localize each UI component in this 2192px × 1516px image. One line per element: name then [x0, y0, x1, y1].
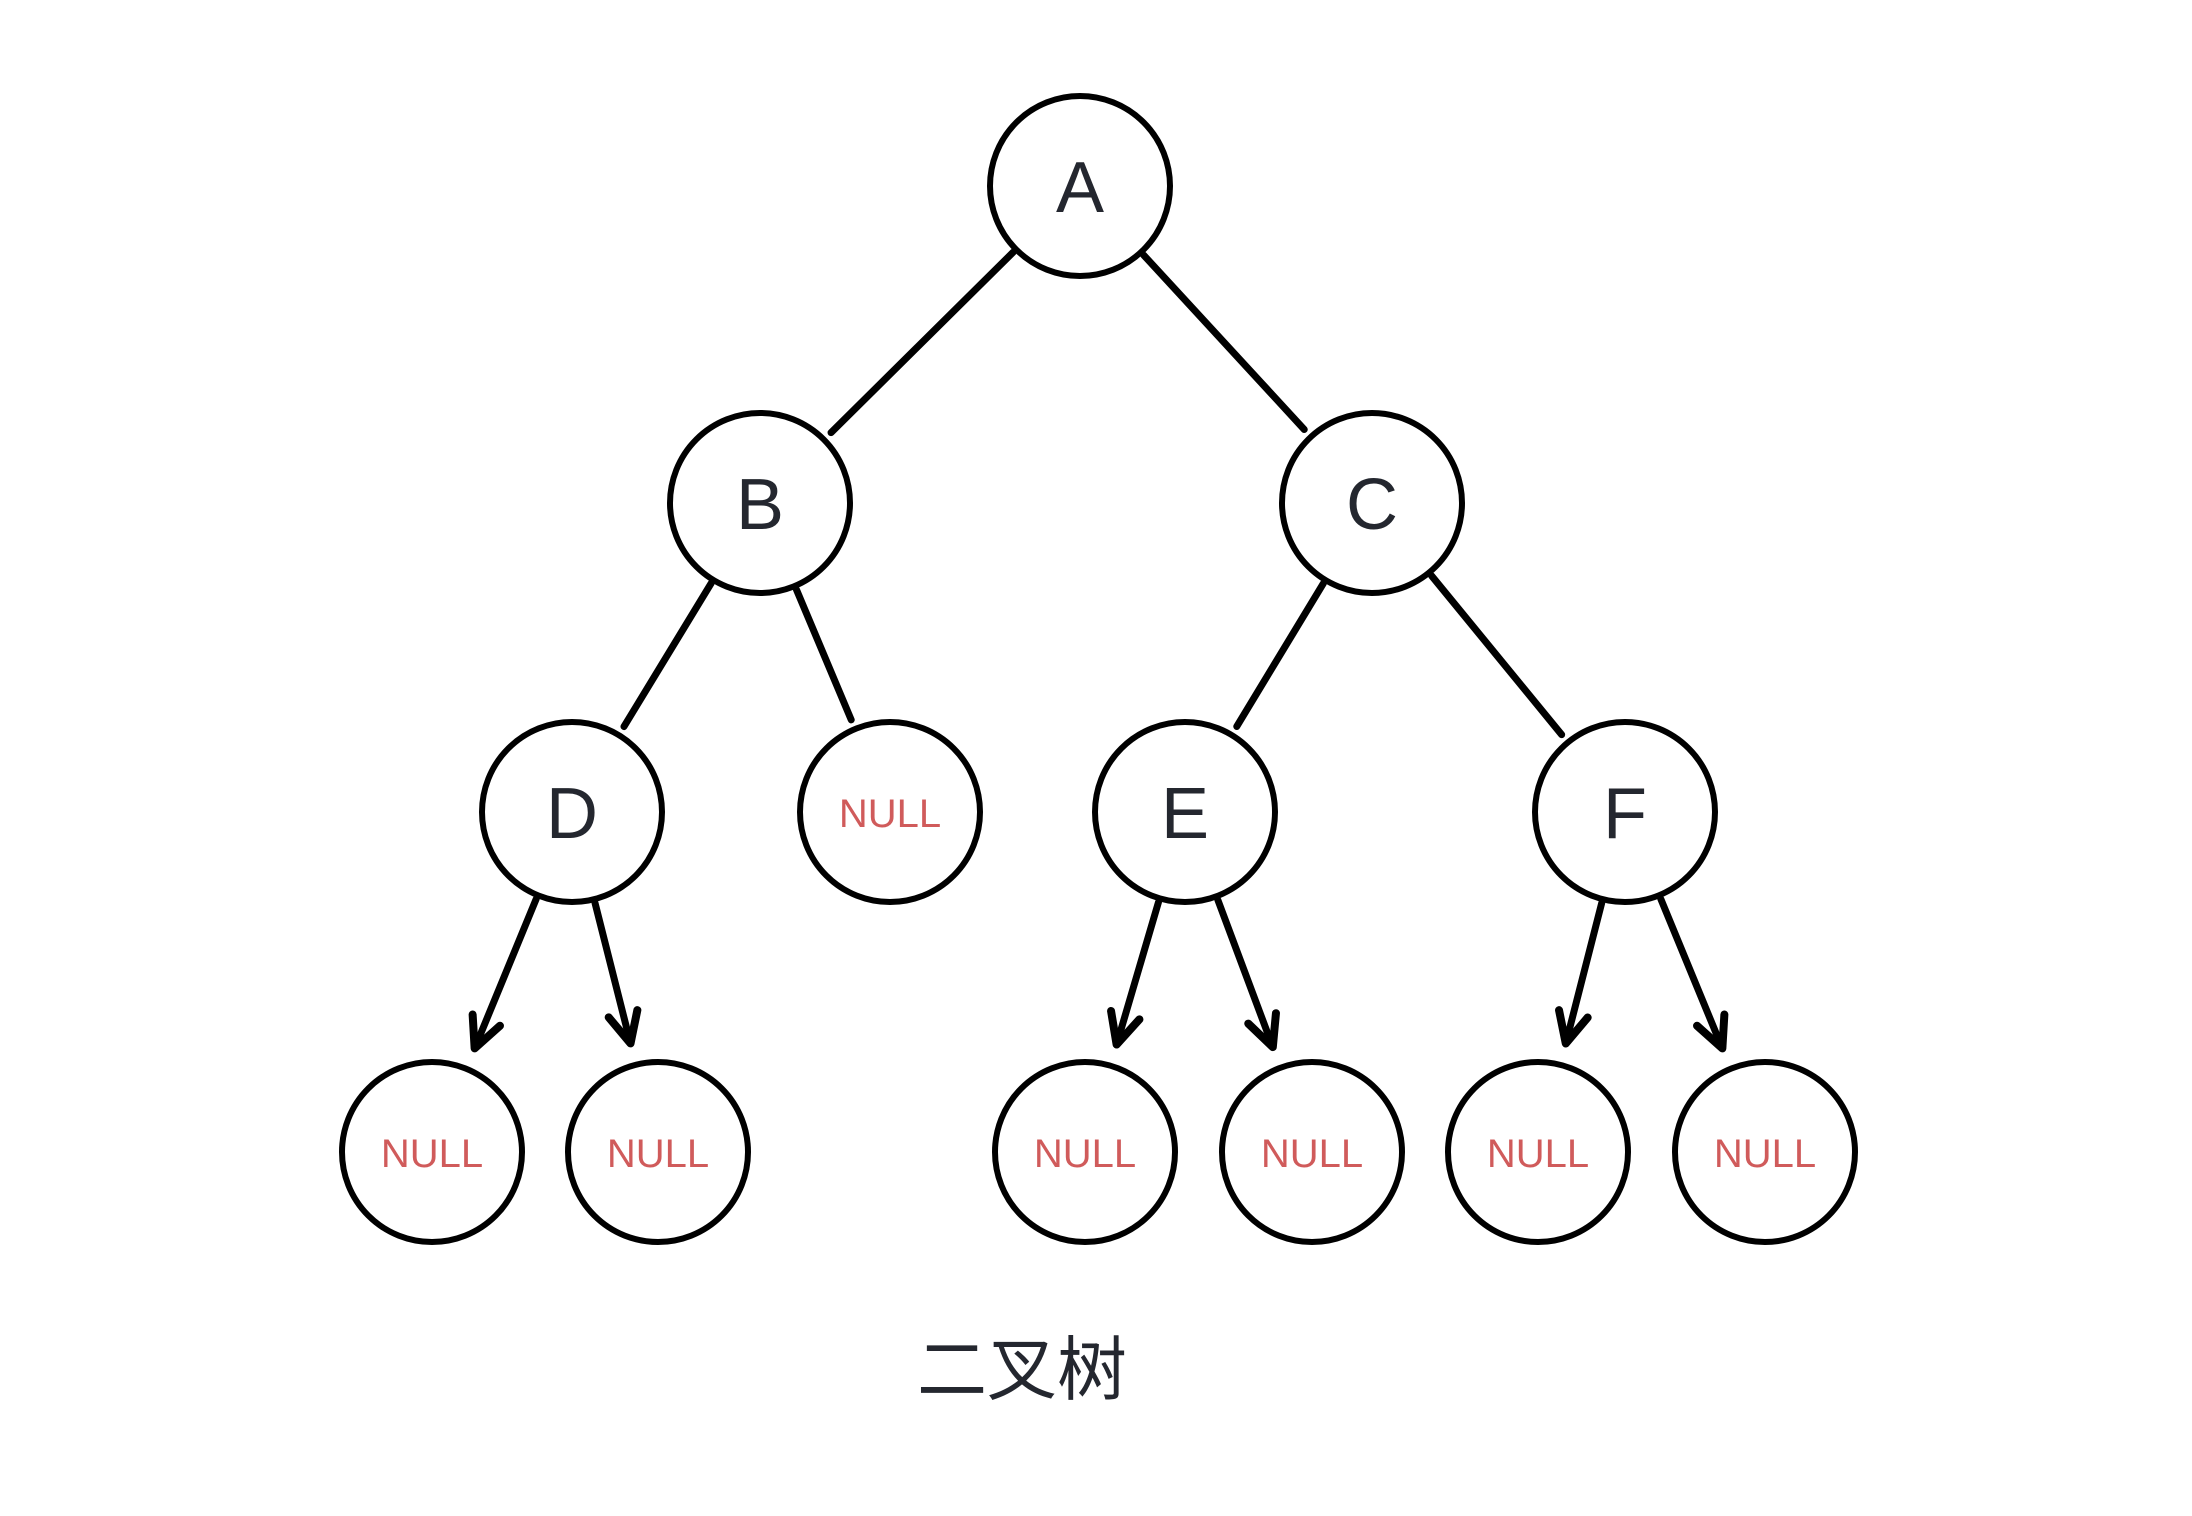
tree-edge-d-to-n3 [591, 899, 642, 1048]
node-circle[interactable] [1672, 1059, 1858, 1245]
node-value-label: A [1056, 148, 1104, 228]
edge-line [1657, 895, 1726, 1052]
node-circle[interactable] [1219, 1059, 1405, 1245]
edge-line [1562, 899, 1606, 1047]
edge-line [1113, 898, 1162, 1049]
tree-edge-b-to-n1 [792, 586, 855, 724]
node-null-label: NULL [607, 1132, 709, 1176]
arrowhead-icon [1555, 1006, 1592, 1048]
edge-line [792, 586, 855, 724]
arrowhead-icon [468, 1010, 504, 1053]
arrowhead-icon [604, 1006, 642, 1048]
tree-node-n7[interactable]: NULL [1672, 1059, 1858, 1245]
tree-edge-e-to-n4 [1107, 898, 1162, 1049]
node-value-label: E [1161, 774, 1209, 854]
node-circle[interactable] [667, 410, 853, 596]
tree-node-n4[interactable]: NULL [992, 1059, 1178, 1245]
edge-line [1428, 572, 1566, 739]
edges-layer [468, 248, 1729, 1053]
node-circle[interactable] [1279, 410, 1465, 596]
node-null-label: NULL [381, 1132, 483, 1176]
tree-node-n6[interactable]: NULL [1445, 1059, 1631, 1245]
tree-node-a[interactable]: A [987, 93, 1173, 279]
node-value-label: C [1346, 465, 1398, 545]
node-circle[interactable] [797, 719, 983, 905]
node-circle[interactable] [992, 1059, 1178, 1245]
tree-edge-a-to-c [1140, 251, 1308, 433]
node-value-label: F [1603, 774, 1647, 854]
edge-line [1140, 251, 1308, 433]
node-null-label: NULL [1261, 1132, 1363, 1176]
node-circle[interactable] [1445, 1059, 1631, 1245]
tree-node-n1[interactable]: NULL [797, 719, 983, 905]
edge-line [827, 248, 1017, 437]
tree-node-n5[interactable]: NULL [1219, 1059, 1405, 1245]
nodes-layer: A B C D NULL E F NULL NULL NULL NULL NULL NULL [339, 93, 1858, 1245]
tree-node-d[interactable]: D [479, 719, 665, 905]
node-null-label: NULL [1487, 1132, 1589, 1176]
edge-line [591, 899, 635, 1047]
node-value-label: B [736, 465, 784, 545]
arrowhead-icon [1244, 1009, 1280, 1052]
node-null-label: NULL [1034, 1132, 1136, 1176]
tree-edge-e-to-n5 [1214, 896, 1280, 1052]
edge-line [620, 579, 715, 731]
arrowhead-icon [1107, 1007, 1144, 1049]
node-null-label: NULL [1714, 1132, 1816, 1176]
node-circle[interactable] [479, 719, 665, 905]
node-circle[interactable] [339, 1059, 525, 1245]
arrowhead-icon [1693, 1010, 1729, 1053]
diagram-caption: 二叉树 [917, 1331, 1127, 1409]
tree-edge-f-to-n7 [1657, 895, 1729, 1053]
tree-edge-c-to-f [1428, 572, 1566, 739]
node-null-label: NULL [839, 792, 941, 836]
tree-node-n2[interactable]: NULL [339, 1059, 525, 1245]
tree-node-n3[interactable]: NULL [565, 1059, 751, 1245]
edge-line [1214, 896, 1277, 1051]
node-circle[interactable] [1532, 719, 1718, 905]
tree-node-c[interactable]: C [1279, 410, 1465, 596]
tree-node-b[interactable]: B [667, 410, 853, 596]
tree-node-f[interactable]: F [1532, 719, 1718, 905]
tree-edge-b-to-d [620, 579, 715, 731]
node-circle[interactable] [987, 93, 1173, 279]
tree-edge-c-to-e [1233, 579, 1327, 730]
node-circle[interactable] [565, 1059, 751, 1245]
node-circle[interactable] [1092, 719, 1278, 905]
tree-node-e[interactable]: E [1092, 719, 1278, 905]
node-value-label: D [546, 774, 598, 854]
edge-line [471, 895, 540, 1052]
edge-line [1233, 579, 1327, 730]
tree-edge-d-to-n2 [468, 895, 540, 1053]
tree-edge-f-to-n6 [1555, 899, 1606, 1048]
tree-edge-a-to-b [827, 248, 1017, 437]
